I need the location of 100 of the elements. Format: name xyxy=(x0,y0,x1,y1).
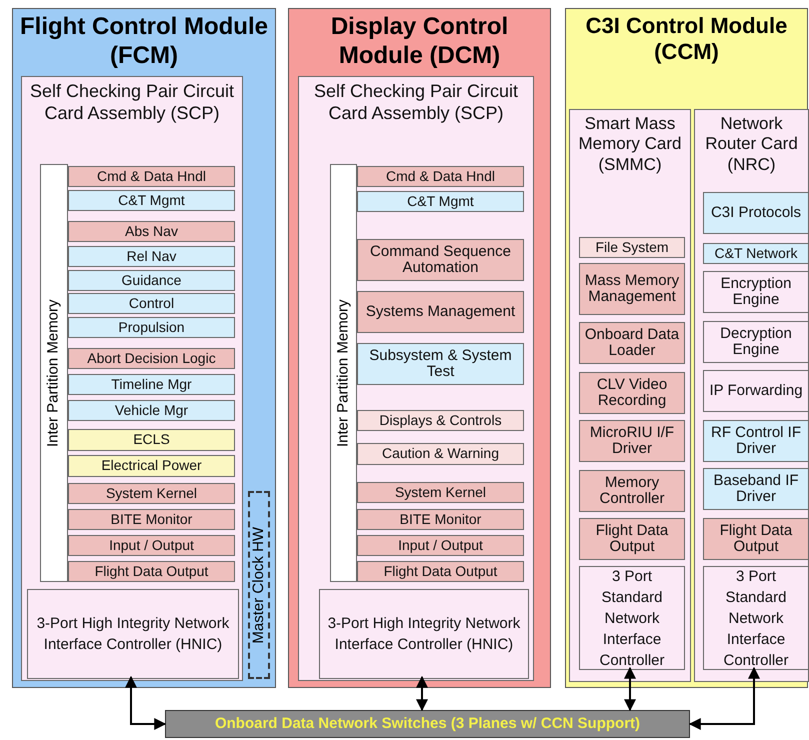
box-label: System Kernel xyxy=(106,486,198,502)
box-label: Input / Output xyxy=(398,538,483,554)
box-label: Timeline Mgr xyxy=(111,376,192,392)
box-label: Rel Nav xyxy=(126,248,176,264)
box-label: BITE Monitor xyxy=(110,512,192,528)
box-label: Flight Data Output xyxy=(94,564,208,580)
connector-arrow xyxy=(624,666,636,712)
software-partition-box xyxy=(68,317,235,338)
software-partition-box xyxy=(68,293,235,314)
box-label: Electrical Power xyxy=(101,458,202,474)
box-label: 3 Port Standard Network Interface Controller xyxy=(722,566,790,670)
box-label: Mass Memory Management xyxy=(584,272,680,306)
software-partition-box xyxy=(703,271,809,313)
box-label: IP Forwarding xyxy=(709,382,803,400)
box-label: RF Control IF Driver xyxy=(710,424,802,458)
box-label: Flight Data Output xyxy=(384,564,498,580)
box-label: MicroRIU I/F Driver xyxy=(588,424,676,458)
box-label: Cmd & Data Hndl xyxy=(97,168,206,184)
box-label: 3-Port High Integrity Network Interface Controller (HNIC) xyxy=(36,614,230,655)
box-label: Abort Decision Logic xyxy=(87,350,216,366)
software-partition-box xyxy=(68,190,235,211)
circuit-card xyxy=(694,109,809,682)
software-partition-box xyxy=(357,410,524,431)
software-partition-box xyxy=(357,482,524,503)
box-label: ECLS xyxy=(133,432,170,448)
software-partition-box xyxy=(68,246,235,267)
software-partition-box xyxy=(68,429,235,451)
box-label: File System xyxy=(595,240,669,256)
box-label: C&T Mgmt xyxy=(118,192,185,208)
box-label: Baseband IF Driver xyxy=(712,472,800,506)
switch-label: Onboard Data Network Switches (3 Planes w/ CCN Support) xyxy=(214,714,640,734)
box-label: BITE Monitor xyxy=(400,512,482,528)
box-label: Control xyxy=(128,296,174,312)
module-title: C3I Control Module (CCM) xyxy=(584,13,788,66)
software-partition-box xyxy=(703,518,809,560)
software-partition-box xyxy=(68,400,235,421)
connector-arrow xyxy=(416,676,428,712)
software-partition-box xyxy=(68,535,235,556)
software-partition-box xyxy=(357,239,524,281)
module-panel xyxy=(565,8,808,688)
clock-hardware-box xyxy=(248,491,270,679)
box-label: Caution & Warning xyxy=(382,446,499,462)
circuit-card xyxy=(298,76,534,681)
software-partition-box xyxy=(703,468,809,510)
box-label: Cmd & Data Hndl xyxy=(386,168,495,184)
card-title: Network Router Card (NRC) xyxy=(704,114,799,176)
software-partition-box xyxy=(357,443,524,465)
software-partition-box xyxy=(68,509,235,530)
vertical-label: Master Clock HW xyxy=(248,526,268,644)
box-label: Abs Nav xyxy=(125,224,178,240)
software-partition-box xyxy=(703,192,809,234)
box-label: Vehicle Mgr xyxy=(114,402,188,418)
box-label: Displays & Controls xyxy=(379,412,502,428)
software-partition-box xyxy=(579,263,685,315)
interface-controller-box xyxy=(27,589,239,679)
software-partition-box xyxy=(703,243,809,264)
software-partition-box xyxy=(579,372,685,414)
box-label: Guidance xyxy=(122,272,182,288)
interface-controller-box xyxy=(319,589,529,679)
software-partition-box xyxy=(579,470,685,512)
vertical-label: Inter Partition Memory xyxy=(333,299,352,447)
memory-bar xyxy=(330,164,357,582)
software-partition-box xyxy=(357,291,524,333)
box-label: Input / Output xyxy=(109,538,194,554)
software-partition-box xyxy=(357,561,524,582)
box-label: Encryption Engine xyxy=(720,276,792,308)
software-partition-box xyxy=(68,455,235,477)
vertical-label: Inter Partition Memory xyxy=(44,299,63,447)
connector-arrow xyxy=(688,666,760,730)
card-title: Smart Mass Memory Card (SMMC) xyxy=(578,114,682,176)
module-title: Flight Control Module (FCM) xyxy=(19,13,269,71)
box-label: System Kernel xyxy=(394,484,486,500)
software-partition-box xyxy=(357,535,524,556)
software-partition-box xyxy=(68,561,235,582)
box-label: C3I Protocols xyxy=(710,204,802,222)
software-partition-box xyxy=(703,566,809,670)
box-label: Memory Controller xyxy=(598,474,666,508)
box-label: Flight Data Output xyxy=(718,522,794,556)
box-label: Subsystem & System Test xyxy=(368,348,513,380)
software-partition-box xyxy=(703,321,809,363)
software-partition-box xyxy=(703,420,809,462)
software-partition-box xyxy=(579,518,685,560)
card-title: Self Checking Pair Circuit Card Assembly (SCP) xyxy=(28,81,236,124)
software-partition-box xyxy=(579,420,685,462)
software-partition-box xyxy=(703,370,809,412)
software-partition-box xyxy=(357,166,524,187)
box-label: Command Sequence Automation xyxy=(369,244,512,276)
connector-arrow xyxy=(125,676,166,730)
software-partition-box xyxy=(357,509,524,530)
software-partition-box xyxy=(579,566,685,670)
box-label: C&T Network xyxy=(714,246,798,262)
module-title: Display Control Module (DCM) xyxy=(330,13,510,71)
box-label: Decryption Engine xyxy=(719,326,793,358)
box-label: Propulsion xyxy=(118,320,185,336)
circuit-card xyxy=(21,76,243,681)
software-partition-box xyxy=(68,348,235,369)
module-panel xyxy=(12,8,276,688)
box-label: 3-Port High Integrity Network Interface Controller (HNIC) xyxy=(326,614,522,655)
module-panel xyxy=(288,8,551,688)
software-partition-box xyxy=(68,221,235,242)
